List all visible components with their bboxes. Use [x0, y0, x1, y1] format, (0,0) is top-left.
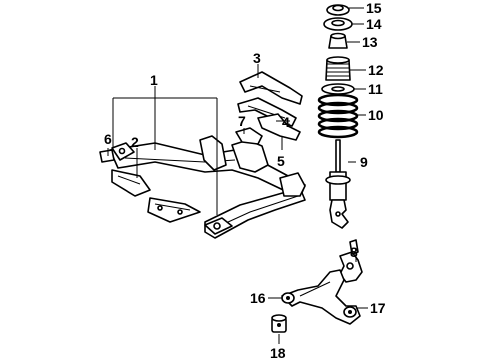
frame-cradle — [99, 135, 306, 239]
strut-9 — [325, 139, 351, 229]
callout-17: 17 — [370, 300, 386, 316]
callout-18: 18 — [270, 345, 286, 360]
bumper-13 — [328, 32, 348, 49]
callout-1: 1 — [150, 72, 158, 88]
coil-spring-10 — [317, 93, 359, 139]
bearing-plate-14 — [323, 17, 353, 31]
callout-9: 9 — [360, 154, 368, 170]
bracket-7 — [235, 127, 263, 145]
leader-lines — [107, 7, 368, 344]
brace-3 — [239, 71, 303, 105]
callout-8: 8 — [350, 244, 358, 260]
callout-14: 14 — [366, 16, 382, 32]
spring-seat-11 — [321, 83, 355, 95]
boot-12 — [325, 56, 351, 81]
callout-6: 6 — [104, 131, 112, 147]
callout-12: 12 — [368, 62, 384, 78]
brace-5 — [257, 113, 301, 141]
callout-2: 2 — [131, 134, 139, 150]
strut-mount-15 — [326, 4, 350, 16]
callout-3: 3 — [253, 50, 261, 66]
bushing-18 — [271, 314, 287, 333]
callout-4: 4 — [282, 114, 290, 130]
callout-15: 15 — [366, 0, 382, 16]
callout-5: 5 — [277, 153, 285, 169]
callout-labels: 1 2 3 4 5 6 7 8 9 10 11 12 13 14 15 16 1… — [104, 0, 386, 360]
callout-13: 13 — [362, 34, 378, 50]
callout-16: 16 — [250, 290, 266, 306]
callout-10: 10 — [368, 107, 384, 123]
callout-11: 11 — [368, 81, 383, 97]
control-arm — [281, 269, 361, 325]
callout-7: 7 — [238, 113, 246, 129]
